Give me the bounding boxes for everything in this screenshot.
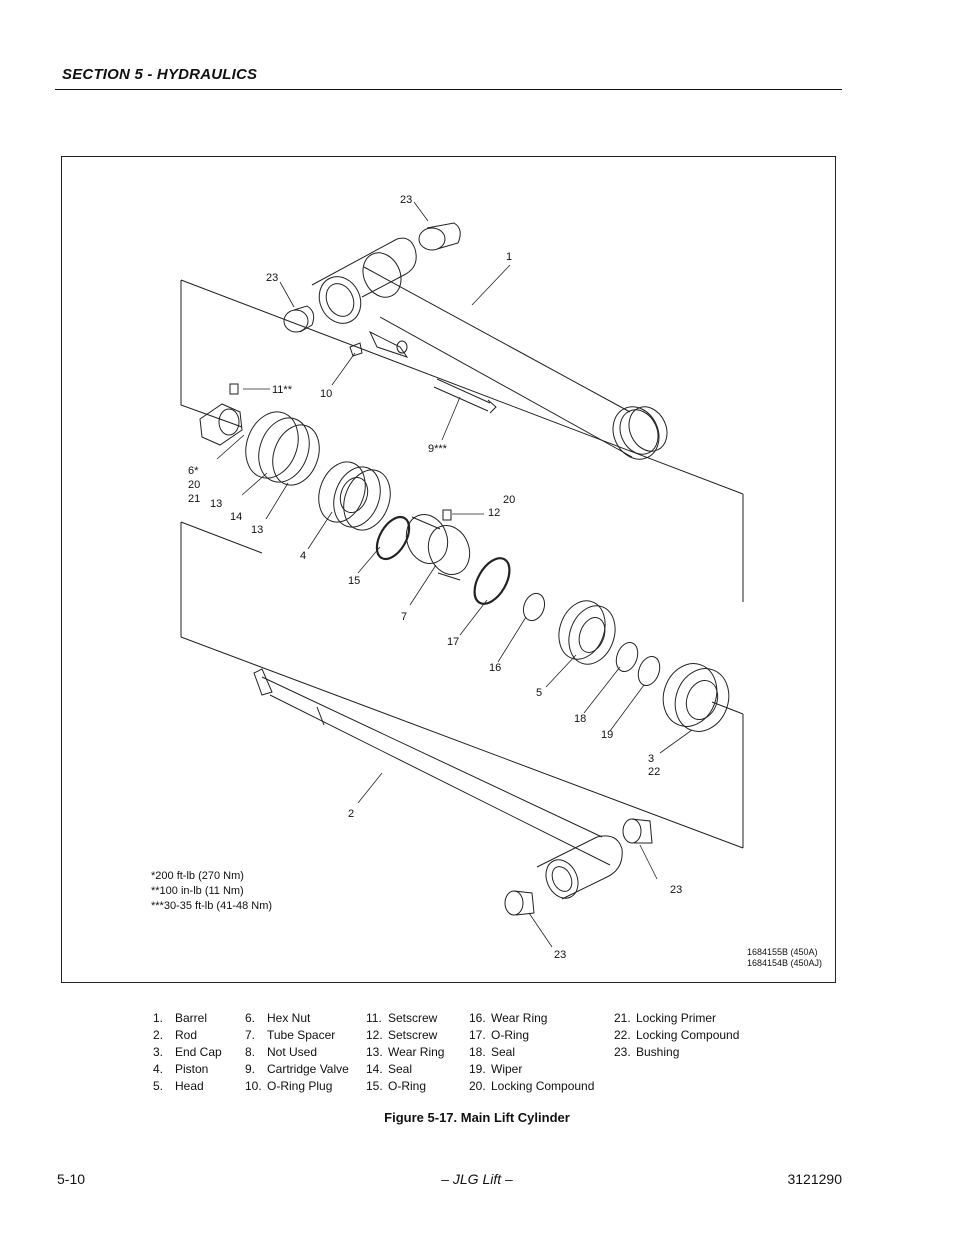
legend-item: 17.O-Ring (469, 1028, 530, 1042)
callout-14: 14 (230, 511, 243, 523)
legend-item: 8.Not Used (245, 1045, 318, 1059)
legend-item: 1.Barrel (153, 1011, 208, 1025)
callout-23-left: 23 (266, 272, 279, 284)
wear-ring-16 (522, 592, 546, 622)
torque-note: *200 ft-lb (270 Nm) (151, 870, 244, 882)
drawing-numbers: 1684155B (450A) 1684154B (450AJ) (747, 947, 822, 969)
exploded-view-drawing (180, 201, 744, 948)
guide-lines (180, 279, 744, 849)
callout-19: 19 (601, 729, 614, 741)
rod (253, 668, 623, 900)
o-ring-15 (375, 515, 411, 561)
tube-spacer (405, 514, 471, 581)
callout-1: 1 (506, 251, 513, 263)
callout-10: 10 (320, 388, 333, 400)
legend-item: 4.Piston (153, 1062, 209, 1076)
drawing-number: 1684154B (450AJ) (747, 958, 823, 968)
leader-lines (216, 201, 693, 948)
document-number: 3121290 (787, 1171, 842, 1187)
legend-item: 5.Head (153, 1079, 204, 1093)
callout-15: 15 (348, 575, 361, 587)
legend-item: 13.Wear Ring (366, 1045, 445, 1059)
hex-nut-bore (218, 408, 240, 436)
torque-note: ***30-35 ft-lb (41-48 Nm) (151, 900, 273, 912)
legend-item: 9.Cartridge Valve (245, 1062, 349, 1076)
torque-notes: *200 ft-lb (270 Nm) **100 in-lb (11 Nm) … (151, 869, 272, 914)
callout-20-b: 20 (503, 494, 516, 506)
legend-item: 7.Tube Spacer (245, 1028, 336, 1042)
bushing-left (283, 309, 309, 333)
torque-note: **100 in-lb (11 Nm) (151, 885, 244, 897)
callout-20-a: 20 (188, 479, 201, 491)
legend-item: 10.O-Ring Plug (245, 1079, 333, 1093)
legend-item: 23.Bushing (614, 1045, 680, 1059)
seal-14 (258, 417, 310, 483)
bushing-bottom (504, 890, 535, 916)
callout-23-bottom: 23 (554, 949, 567, 961)
legend-item: 14.Seal (366, 1062, 413, 1076)
legend-column-3: 11.Setscrew 12.Setscrew 13.Wear Ring 14.… (366, 1010, 444, 1095)
o-ring-plug (349, 342, 363, 357)
section-title: SECTION 5 - HYDRAULICS (62, 66, 258, 83)
o-ring-17 (473, 557, 511, 605)
head (558, 600, 616, 665)
wiper-19 (637, 655, 661, 687)
legend-item: 18.Seal (469, 1045, 516, 1059)
callout-5: 5 (536, 687, 543, 699)
callout-4: 4 (300, 550, 307, 562)
callout-13-a: 13 (210, 498, 223, 510)
callout-18: 18 (574, 713, 587, 725)
legend-column-5: 21.Locking Primer 22.Locking Compound 23… (614, 1010, 739, 1061)
wear-ring-13b (272, 424, 320, 486)
callout-16: 16 (489, 662, 502, 674)
callout-21: 21 (188, 493, 201, 505)
barrel-part (311, 237, 668, 460)
legend-item: 22.Locking Compound (614, 1028, 740, 1042)
callout-23-top: 23 (400, 194, 413, 206)
callout-22: 22 (648, 766, 661, 778)
callout-11: 11** (272, 384, 292, 396)
legend-item: 16.Wear Ring (469, 1011, 548, 1025)
wear-ring-13a (245, 411, 299, 479)
bushing-top (418, 227, 446, 251)
setscrew-11 (229, 383, 239, 395)
cartridge-valve (433, 378, 497, 414)
legend-item: 12.Setscrew (366, 1028, 438, 1042)
callout-2: 2 (348, 808, 355, 820)
legend-item: 2.Rod (153, 1028, 198, 1042)
bushing-top-body (426, 222, 461, 250)
figure-caption: Figure 5-17. Main Lift Cylinder (384, 1110, 570, 1125)
seal-18 (615, 641, 639, 673)
drawing-number: 1684155B (450A) (747, 947, 818, 957)
page-number: 5-10 (57, 1171, 86, 1187)
legend-item: 15.O-Ring (366, 1079, 427, 1093)
piston (318, 461, 391, 531)
callout-23-right: 23 (670, 884, 683, 896)
legend-item: 20.Locking Compound (469, 1079, 595, 1093)
hex-nut (199, 403, 243, 446)
callout-7: 7 (401, 611, 408, 623)
legend-item: 21.Locking Primer (614, 1011, 717, 1025)
end-cap (662, 663, 730, 732)
header-rule (55, 89, 842, 90)
callout-13-b: 13 (251, 524, 264, 536)
callout-9: 9*** (428, 443, 447, 455)
legend-item: 11.Setscrew (366, 1011, 438, 1025)
legend-column-2: 6.Hex Nut 7.Tube Spacer 8.Not Used 9.Car… (245, 1010, 349, 1095)
figure-frame: 23 1 23 11** 10 9*** 6* 20 21 13 14 13 2… (61, 156, 836, 983)
callout-12: 12 (488, 507, 501, 519)
bushing-right (622, 818, 653, 844)
setscrew-12 (442, 509, 452, 521)
legend-item: 19.Wiper (469, 1062, 523, 1076)
legend-item: 3.End Cap (153, 1045, 222, 1059)
callout-6: 6* (188, 465, 199, 477)
legend-item: 6.Hex Nut (245, 1011, 311, 1025)
legend-column-4: 16.Wear Ring 17.O-Ring 18.Seal 19.Wiper … (469, 1010, 594, 1095)
footer-brand: – JLG Lift – (441, 1171, 513, 1187)
legend-column-1: 1.Barrel 2.Rod 3.End Cap 4.Piston 5.Head (153, 1010, 222, 1095)
callout-17: 17 (447, 636, 460, 648)
callout-3: 3 (648, 753, 655, 765)
